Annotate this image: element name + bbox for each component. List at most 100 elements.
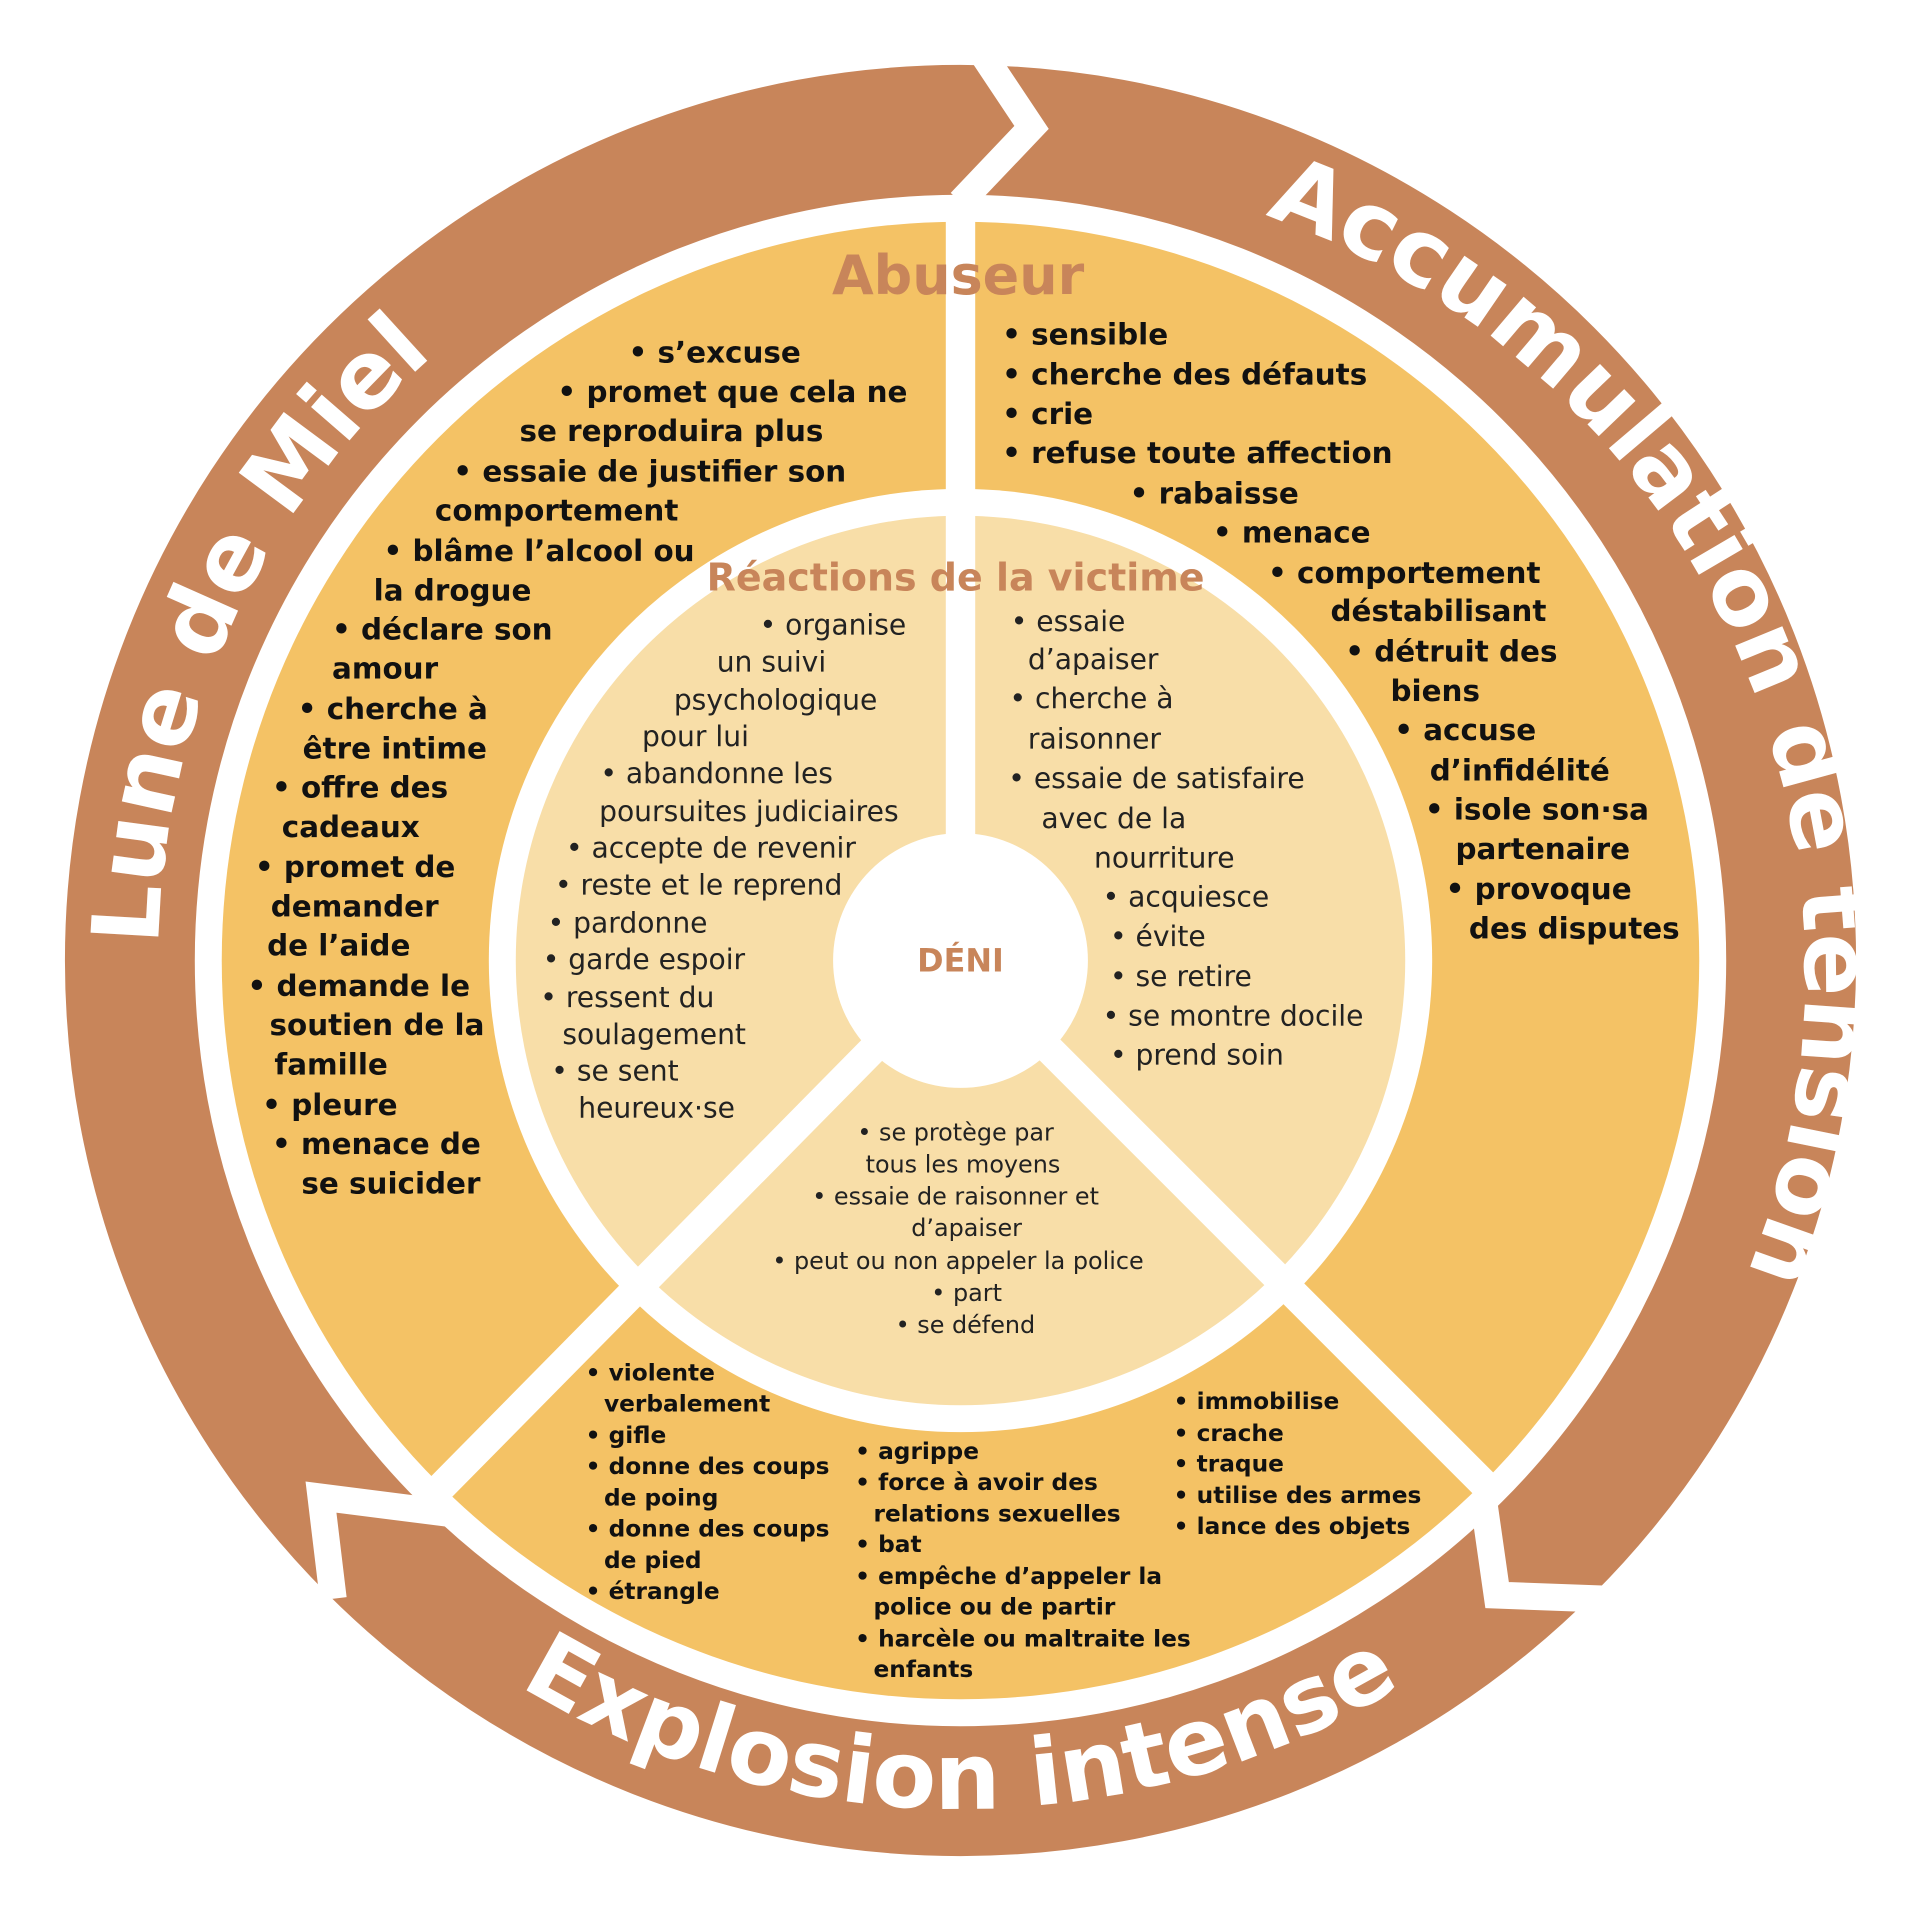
list-item-line: • évite [1110,920,1206,953]
list-item-line: • s’excuse [628,336,800,370]
list-item-line: d’infidélité [1430,753,1610,787]
text-blocks: • s’excuse • promet que cela ne se reprodu… [247,317,1679,1683]
list-item-line: amour [332,652,439,686]
list-item-line: • promet que cela ne [557,375,907,409]
list-item-line: • détruit des [1345,635,1557,669]
list-item-line: • crie [1002,397,1093,431]
abuser-explosion-col1-list: • violente verbalement • gifle • donne des … [586,1360,830,1605]
list-item-line: • accuse [1394,713,1536,747]
list-item-line: • ressent du [540,981,714,1014]
list-item-line: • menace [1213,516,1371,550]
list-item-line: raisonner [1028,723,1162,756]
list-item-line: • refuse toute affection [1002,436,1392,470]
list-item-line: relations sexuelles [874,1501,1121,1528]
abuser-tension-list: • sensible • cherche des défauts • crie • r… [1002,317,1680,945]
list-item-line: • essaie de satisfaire [1008,762,1304,795]
list-item-line: tous les moyens [866,1150,1061,1178]
list-item-line: un suivi [717,645,826,678]
denial-label: DÉNI [917,942,1004,980]
list-item-line: • essaie de justifier son [453,454,846,488]
list-item-line: de l’aide [267,929,410,963]
list-item-line: de pied [604,1547,702,1574]
list-item-line: des disputes [1469,911,1680,945]
list-item-line: • rabaisse [1130,477,1299,511]
list-item-line: • essaie [1011,605,1126,638]
list-item-line: • cherche des défauts [1002,358,1367,392]
denial-circle [833,833,1088,1088]
list-item-line: • crache [1174,1420,1284,1447]
list-item-line: • organise [760,609,907,642]
list-item-line: avec de la [1041,802,1186,835]
list-item-line: • immobilise [1174,1388,1340,1415]
list-item-line: d’apaiser [911,1214,1022,1242]
list-item-line: cadeaux [282,810,420,844]
list-item-line: psychologique [674,683,878,716]
list-item-line: • agrippe [855,1438,979,1465]
list-item-line: • bat [855,1531,921,1558]
list-item-line: • prend soin [1110,1039,1284,1072]
list-item-line: • offre des [272,771,448,805]
list-item-line: police ou de partir [874,1594,1116,1621]
list-item-line: • garde espoir [543,943,746,976]
list-item-line: la drogue [374,573,532,607]
list-item-line: • provoque [1446,872,1632,906]
list-item-line: poursuites judiciaires [599,795,899,828]
list-item-line: demander [271,889,439,923]
list-item-line: soutien de la [270,1008,485,1042]
list-item-line: • se montre docile [1103,999,1364,1032]
list-item-line: • harcèle ou maltraite les [855,1626,1191,1653]
list-item-line: déstabilisant [1330,594,1546,628]
list-item-line: • cherche à [298,692,488,726]
list-item-line: enfants [874,1656,974,1683]
list-item-line: • utilise des armes [1174,1482,1422,1509]
list-item-line: partenaire [1455,832,1630,866]
list-item-line: • acquiesce [1103,881,1270,914]
list-item-line: d’apaiser [1028,643,1159,676]
list-item-line: • demande le [247,969,470,1003]
list-item-line: • violente [586,1360,715,1387]
list-item-line: se reproduira plus [519,414,823,448]
ring-arrow-gaps [305,39,1630,1614]
list-item-line: • gifle [586,1422,667,1449]
list-item-line: • empêche d’appeler la [855,1563,1162,1590]
list-item-line: pour lui [642,720,749,753]
list-item-line: comportement [435,494,678,528]
list-item-line: • abandonne les [600,757,833,790]
list-item-line: • se sent [551,1055,678,1088]
list-item-line: • se défend [896,1311,1036,1339]
list-item-line: • donne des coups [586,1515,830,1542]
arrow-gap-bottom-right [1469,1490,1630,1614]
list-item-line: nourriture [1094,841,1235,874]
arrow-gap-top [950,39,1049,212]
victim-tension-list: • essaie d’apaiser • cherche à raisonner • e… [1008,605,1363,1072]
arrow-gap-bottom-left [305,1481,458,1601]
list-item-line: • déclare son [332,613,553,647]
list-item-line: • sensible [1002,317,1168,351]
abuser-explosion-col3-list: • immobilise • crache • traque • utilise de… [1174,1388,1422,1540]
list-item-line: • comportement [1268,556,1541,590]
list-item-line: biens [1391,674,1480,708]
list-item-line: heureux·se [578,1091,735,1124]
list-item-line: • traque [1174,1450,1284,1477]
abuser-title: Abuseur [832,244,1085,307]
list-item-line: soulagement [562,1018,746,1051]
list-item-line: • pardonne [548,906,708,939]
list-item-line: • accepte de revenir [566,832,856,865]
list-item-line: verbalement [604,1390,770,1417]
list-item-line: • isole son·sa [1425,793,1649,827]
list-item-line: • blâme l’alcool ou [383,534,694,568]
abuser-honeymoon-list: • s’excuse • promet que cela ne se reprodu… [247,336,907,1201]
list-item-line: • part [931,1279,1002,1307]
list-item-line: • étrangle [586,1578,720,1605]
list-item-line: • cherche à [1010,682,1174,715]
list-item-line: • donne des coups [586,1453,830,1480]
list-item-line: • se protège par [857,1119,1054,1147]
list-item-line: de poing [604,1485,718,1512]
list-item-line: • promet de [255,850,456,884]
outer-ring [64,64,1857,1857]
